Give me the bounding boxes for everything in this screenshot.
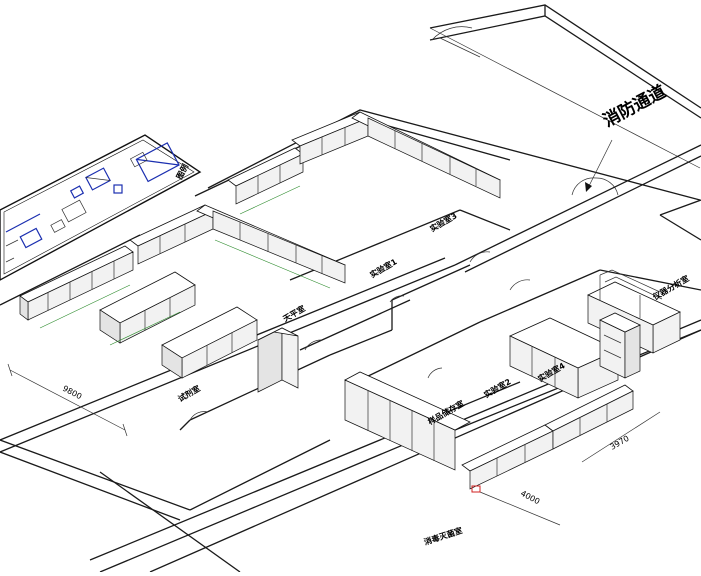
legend-bench-icon <box>19 227 43 249</box>
bench-run-lab2 <box>509 317 619 399</box>
dim-4000: 4000 <box>519 489 541 507</box>
island-bench-1 <box>99 271 196 344</box>
bench-run-lab1-back <box>19 245 134 321</box>
bench-run-lab3-left <box>227 147 304 205</box>
legend-outlet-icon <box>113 184 123 194</box>
label-disinfection-room: 消毒灭菌室 <box>423 525 464 547</box>
bench-run-lab3-right <box>351 111 501 199</box>
island-bench-2 <box>161 306 258 379</box>
label-lab1: 实验室1 <box>368 256 399 280</box>
dim-3970: 3970 <box>609 434 631 452</box>
bench-run-lab1-top <box>129 204 214 265</box>
label-reagent-room: 试剂室 <box>176 383 202 404</box>
legend-sink-icon <box>85 167 111 191</box>
label-lab2: 实验室2 <box>482 376 513 399</box>
red-marker <box>471 485 481 493</box>
bench-run-lab3-top <box>291 111 369 165</box>
fire-passage-leader <box>587 139 613 189</box>
legend-panel: 图例 <box>0 134 202 281</box>
tall-lockers <box>344 371 471 471</box>
legend-fumehood-icon <box>135 142 180 183</box>
label-instrument-room: 仪器分析室 <box>650 273 691 302</box>
bench-run-lab4 <box>461 384 634 490</box>
tall-cabinet-left <box>257 327 299 393</box>
walls <box>0 4 701 573</box>
label-lab3: 实验室3 <box>428 210 459 233</box>
bench-run-lab1-right <box>196 204 346 284</box>
label-fire-passage: 消防通道 <box>599 81 669 131</box>
dimension-lines <box>7 185 661 526</box>
label-balance-room: 天平室 <box>281 303 307 324</box>
fume-hood <box>599 312 641 379</box>
fire-passage-arrowhead <box>585 182 592 192</box>
legend-cabinet-icon <box>61 199 87 223</box>
